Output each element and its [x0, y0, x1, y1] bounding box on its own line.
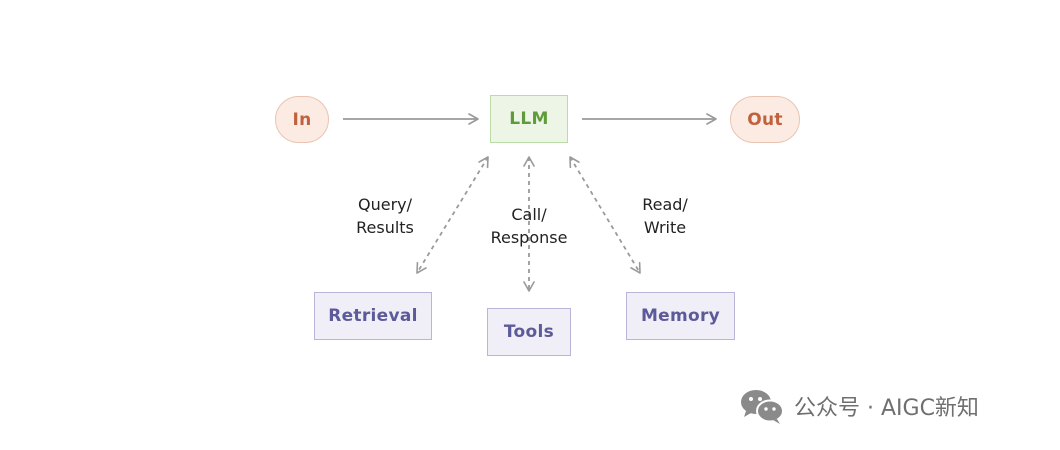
arrow-llm-retrieval	[416, 156, 489, 274]
memory-edge-label-line1: Read/	[642, 195, 688, 214]
wechat-icon	[741, 390, 784, 424]
memory-node: Memory	[626, 292, 735, 340]
tools-edge-label-line1: Call/	[511, 205, 547, 224]
retrieval-edge-label: Query/ Results	[340, 193, 430, 239]
tools-edge-label: Call/ Response	[474, 203, 584, 249]
tools-edge-label-line2: Response	[490, 228, 568, 247]
retrieval-edge-label-line1: Query/	[357, 195, 412, 214]
arrow-llm-memory	[569, 156, 641, 274]
retrieval-edge-label-line2: Results	[356, 218, 414, 237]
tools-node: Tools	[487, 308, 571, 356]
memory-edge-label: Read/ Write	[625, 193, 705, 239]
output-node: Out	[730, 96, 800, 143]
watermark-text: 公众号 · AIGC新知	[794, 396, 979, 421]
input-node: In	[275, 96, 329, 143]
memory-edge-label-line2: Write	[643, 218, 687, 237]
retrieval-node: Retrieval	[314, 292, 432, 340]
llm-node: LLM	[490, 95, 568, 143]
watermark: 公众号 · AIGC新知	[738, 386, 979, 426]
